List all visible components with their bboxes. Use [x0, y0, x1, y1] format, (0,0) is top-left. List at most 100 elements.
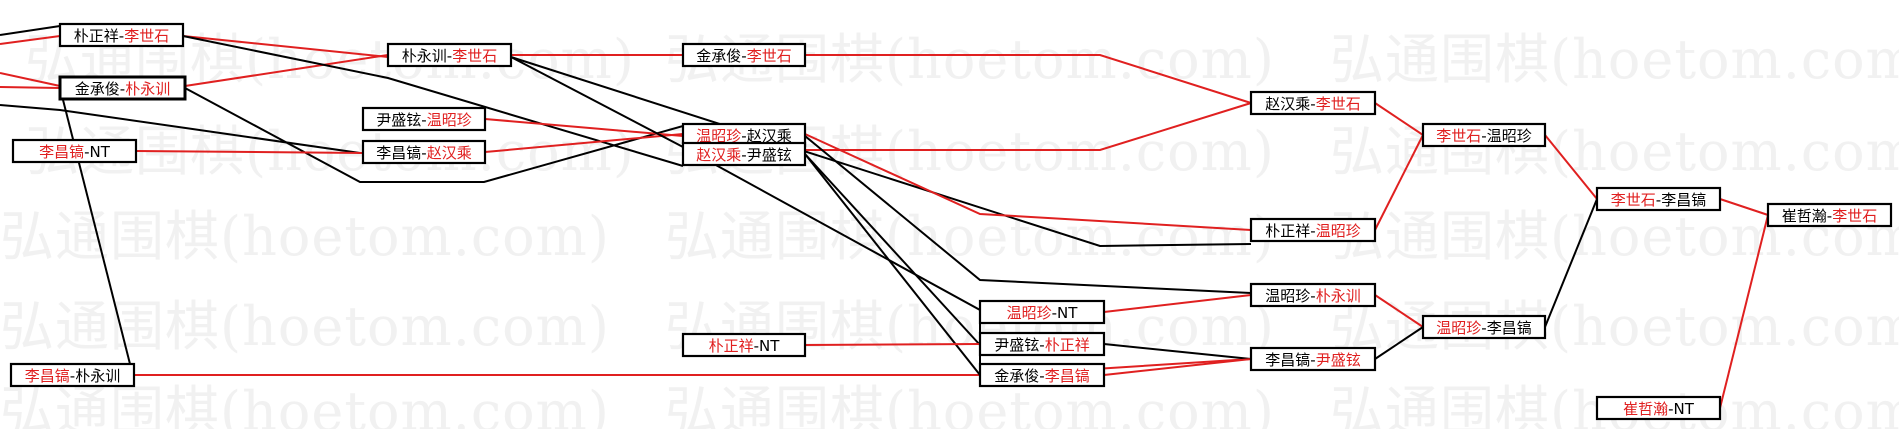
winner-path-line: [484, 133, 684, 153]
separator: -: [1039, 367, 1044, 385]
match-node-label: 温昭珍-李昌镐: [1436, 319, 1531, 337]
loser-name: 朴永训: [75, 367, 120, 385]
watermark-text: 弘通围棋(hoetom.com): [1330, 295, 1899, 358]
loser-path-line: [0, 25, 61, 36]
winner-path-line: [0, 86, 61, 89]
separator: -: [1668, 400, 1673, 418]
match-node-box: [11, 138, 138, 164]
match-node-label: 李昌镐-赵汉乘: [376, 144, 471, 162]
match-node[interactable]: 崔哲瀚-NT: [1595, 395, 1722, 421]
winner-path-line: [805, 54, 1252, 104]
winner-name: 温昭珍: [696, 127, 741, 145]
separator: -: [84, 143, 89, 161]
winner-path-line: [1719, 198, 1769, 216]
match-node[interactable]: 朴正祥-温昭珍: [1249, 217, 1377, 243]
loser-name: 李昌镐: [1487, 319, 1532, 337]
winner-name: 温昭珍: [1007, 304, 1052, 322]
match-node-label: 尹盛铉-温昭珍: [376, 111, 471, 129]
match-nodes: 朴正祥-李世石金承俊-朴永训李昌镐-NT李昌镐-朴永训朴永训-李世石尹盛铉-温昭…: [9, 22, 1893, 421]
loser-name: 李昌镐: [1265, 351, 1310, 369]
loser-name: 李昌镐: [376, 144, 421, 162]
loser-name: NT: [1057, 304, 1078, 322]
match-node-label: 崔哲瀚-李世石: [1782, 207, 1877, 225]
match-node[interactable]: 朴正祥-李世石: [58, 22, 185, 48]
match-node-label: 李昌镐-尹盛铉: [1265, 351, 1360, 369]
match-node[interactable]: 温昭珍-朴永训: [1249, 282, 1377, 308]
match-node-label: 李昌镐-NT: [39, 143, 111, 161]
winner-name: 温昭珍: [1436, 319, 1481, 337]
match-node[interactable]: 金承俊-李世石: [681, 42, 807, 68]
match-node-box: [978, 331, 1106, 357]
separator: -: [1481, 319, 1486, 337]
match-node[interactable]: 李昌镐-NT: [11, 138, 138, 164]
winner-path-line: [484, 118, 684, 137]
match-node[interactable]: 李世石-温昭珍: [1421, 122, 1547, 148]
match-node-box: [58, 75, 187, 101]
bracket-lines: [0, 25, 1769, 409]
match-node[interactable]: 温昭珍-NT: [978, 299, 1106, 325]
match-node-box: [681, 42, 807, 68]
match-node-label: 温昭珍-朴永训: [1265, 287, 1360, 305]
loser-name: NT: [90, 143, 111, 161]
loser-path-line: [804, 153, 981, 376]
winner-name: 李世石: [452, 47, 497, 65]
winner-path-line: [0, 35, 61, 45]
match-node-label: 金承俊-李世石: [696, 47, 791, 65]
winner-path-line: [1719, 214, 1769, 409]
match-node-box: [361, 139, 487, 165]
match-node[interactable]: 朴永训-李世石: [386, 42, 513, 68]
match-node-box: [1595, 395, 1722, 421]
match-node-label: 尹盛铉-朴正祥: [994, 336, 1089, 354]
loser-name: 朴正祥: [1265, 222, 1310, 240]
winner-name: 朴永训: [1316, 287, 1361, 305]
match-node-box: [1249, 346, 1377, 372]
match-node-box: [1421, 314, 1547, 340]
loser-name: 朴正祥: [74, 27, 119, 45]
separator: -: [421, 111, 426, 129]
winner-path-line: [135, 150, 364, 154]
match-node[interactable]: 赵汉乘-尹盛铉: [681, 141, 807, 167]
match-node[interactable]: 温昭珍-李昌镐: [1421, 314, 1547, 340]
winner-name: 赵汉乘: [696, 146, 741, 164]
winner-name: 李世石: [1436, 127, 1481, 145]
match-node[interactable]: 金承俊-朴永训: [58, 75, 187, 101]
match-node[interactable]: 赵汉乘-李世石: [1249, 90, 1377, 116]
match-node-box: [9, 362, 136, 388]
match-node[interactable]: 李昌镐-朴永训: [9, 362, 136, 388]
loser-name: 温昭珍: [1487, 127, 1532, 145]
separator: -: [1039, 336, 1044, 354]
loser-name: 尹盛铉: [994, 336, 1039, 354]
match-node-box: [1249, 90, 1377, 116]
match-node[interactable]: 李昌镐-赵汉乘: [361, 139, 487, 165]
separator: -: [741, 127, 746, 145]
match-node[interactable]: 崔哲瀚-李世石: [1766, 202, 1893, 228]
watermark-text: 弘通围棋(hoetom.com): [1330, 28, 1899, 91]
match-node[interactable]: 李昌镐-尹盛铉: [1249, 346, 1377, 372]
match-node[interactable]: 尹盛铉-朴正祥: [978, 331, 1106, 357]
match-node-label: 李昌镐-朴永训: [25, 367, 120, 385]
match-node[interactable]: 金承俊-李昌镐: [978, 362, 1106, 388]
match-node[interactable]: 尹盛铉-温昭珍: [361, 106, 487, 132]
match-node[interactable]: 朴正祥-NT: [681, 332, 807, 358]
winner-name: 温昭珍: [1316, 222, 1361, 240]
winner-name: 朴正祥: [709, 337, 754, 355]
loser-name: 金承俊: [994, 367, 1039, 385]
loser-path-line: [182, 35, 684, 167]
match-node-label: 金承俊-朴永训: [75, 80, 170, 98]
winner-name: 李世石: [124, 27, 169, 45]
match-node-label: 赵汉乘-尹盛铉: [696, 146, 791, 164]
winner-name: 李世石: [1316, 95, 1361, 113]
match-node-label: 朴正祥-NT: [709, 337, 781, 355]
match-node-label: 金承俊-李昌镐: [994, 367, 1089, 385]
separator: -: [120, 80, 125, 98]
loser-path-line: [1374, 326, 1424, 360]
separator: -: [1310, 351, 1315, 369]
winner-name: 温昭珍: [427, 111, 472, 129]
loser-name: NT: [1674, 400, 1695, 418]
match-node[interactable]: 温昭珍-赵汉乘: [681, 122, 807, 148]
match-node-box: [978, 362, 1106, 388]
watermark-text: 弘通围棋(hoetom.com): [0, 205, 610, 268]
match-node-label: 朴永训-李世石: [402, 47, 497, 65]
match-node[interactable]: 李世石-李昌镐: [1595, 186, 1722, 212]
separator: -: [1656, 191, 1661, 209]
